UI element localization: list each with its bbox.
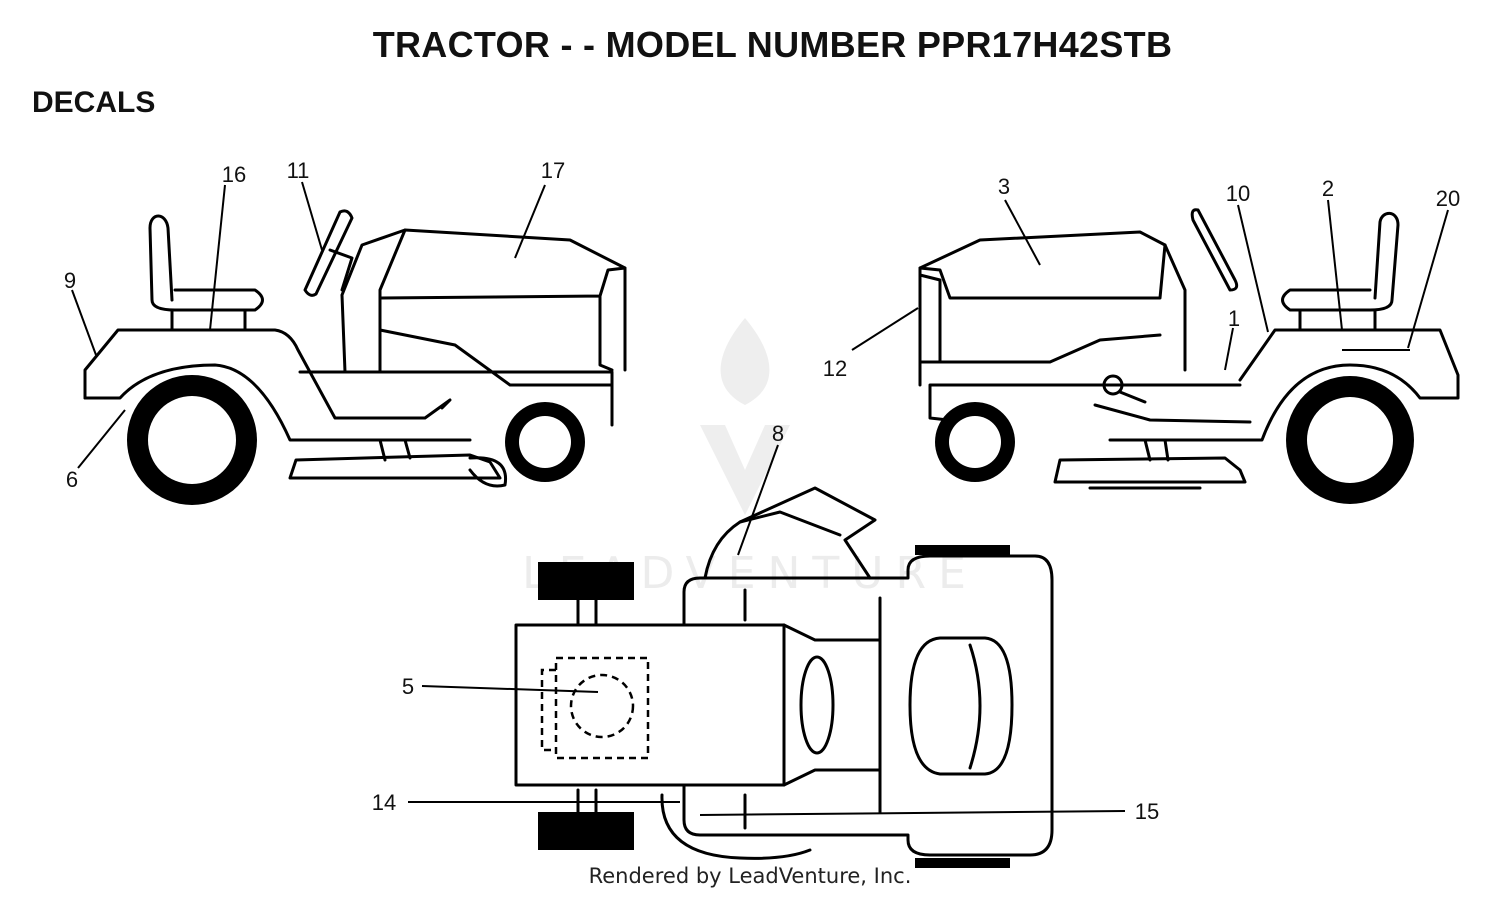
deck-chute [468, 456, 508, 488]
leader-10 [1237, 204, 1269, 333]
tractor-right-side-view [918, 208, 1460, 504]
leadventure-flame-logo [700, 318, 790, 515]
rear-wheel-top-left [915, 545, 1010, 555]
rear-hub-left-view [148, 396, 236, 484]
callout-17: 15 [1135, 799, 1159, 824]
discharge-chute [703, 486, 877, 580]
deck-hanger-right [1143, 438, 1170, 462]
page-title: TRACTOR - - MODEL NUMBER PPR17H42STB [372, 24, 1173, 65]
body-outline [682, 554, 1054, 857]
tractor-top-view [514, 486, 1054, 868]
decal-outline-side [540, 668, 556, 752]
decal-outline-circle [569, 673, 635, 739]
callout-2: 2 [1322, 176, 1334, 201]
leader-9 [71, 289, 97, 356]
seat-base-right [1298, 308, 1377, 332]
leader-3 [1004, 199, 1041, 266]
steering-wheel-right [1190, 208, 1239, 292]
grille [918, 273, 942, 364]
leader-1 [1224, 327, 1234, 371]
callout-10: 10 [1226, 181, 1250, 206]
steering-wheel-top [799, 655, 835, 755]
footrest [1093, 403, 1252, 424]
leader-15 [209, 184, 226, 331]
fender-lower [83, 363, 472, 442]
callout-5: 5 [402, 674, 414, 699]
frame-line [298, 370, 614, 427]
rear-hub-right-view [1307, 397, 1393, 483]
seat-back-top [968, 643, 982, 770]
decal-outline-square [554, 656, 650, 760]
rear-wheel-top-right [915, 858, 1010, 868]
mower-deck-right [1053, 456, 1247, 484]
hood-top [514, 623, 786, 787]
leader-12 [851, 307, 919, 351]
leader-16 [514, 184, 546, 259]
leader-5 [421, 685, 599, 693]
footer-credit: Rendered by LeadVenture, Inc. [588, 864, 912, 888]
dash-panel [340, 228, 627, 374]
leader-lines [71, 181, 1449, 816]
deck-outline-top [660, 793, 812, 860]
front-wheel-top-right [538, 812, 634, 850]
callout-labels: 16 11 17 9 6 3 10 2 20 1 12 8 5 14 15 [64, 158, 1460, 824]
hood-side-line [378, 328, 614, 387]
lift-lever [1118, 390, 1147, 404]
callout-14: 14 [372, 790, 396, 815]
callout-12: 12 [823, 356, 847, 381]
front-hub-right-view [949, 416, 1001, 468]
callout-20: 20 [1436, 186, 1460, 211]
callout-15: 16 [222, 162, 246, 187]
dash-taper [782, 623, 882, 787]
rear-fender-right [1108, 328, 1460, 442]
front-hub-left-view [519, 416, 571, 468]
section-title: DECALS [32, 86, 156, 119]
leader-17 [699, 810, 1126, 816]
seat-top [908, 636, 1014, 776]
callout-3: 3 [998, 174, 1010, 199]
mower-deck [288, 453, 502, 480]
deck-hanger [378, 438, 412, 462]
front-wheel-top-left [538, 562, 634, 600]
leader-6 [77, 409, 126, 469]
callout-1: 1 [1228, 306, 1240, 331]
callout-11: 11 [287, 158, 310, 183]
seat [148, 214, 264, 312]
tractor-left-side-view [83, 209, 627, 505]
leader-8 [737, 444, 779, 556]
hood [378, 228, 627, 374]
hood-lower-line [938, 333, 1162, 364]
seat-right [1281, 211, 1400, 312]
steering-column [328, 248, 354, 292]
hood-top-line [918, 243, 1167, 300]
steering-wheel [303, 209, 354, 297]
front-axle-stubs [576, 598, 598, 814]
leader-20 [1407, 209, 1449, 349]
callout-16: 17 [541, 158, 565, 183]
callout-9: 9 [64, 268, 76, 293]
leader-2 [1327, 199, 1343, 331]
callout-6: 6 [66, 467, 78, 492]
lift-lever-knob [1102, 374, 1124, 396]
watermark: LEADVENTURE [522, 318, 966, 599]
frame-right [928, 383, 1242, 422]
chute-inner [738, 510, 842, 537]
callout-8: 8 [772, 421, 784, 446]
leader-11 [301, 181, 323, 251]
rear-fender [83, 328, 452, 420]
seat-base [170, 308, 247, 332]
